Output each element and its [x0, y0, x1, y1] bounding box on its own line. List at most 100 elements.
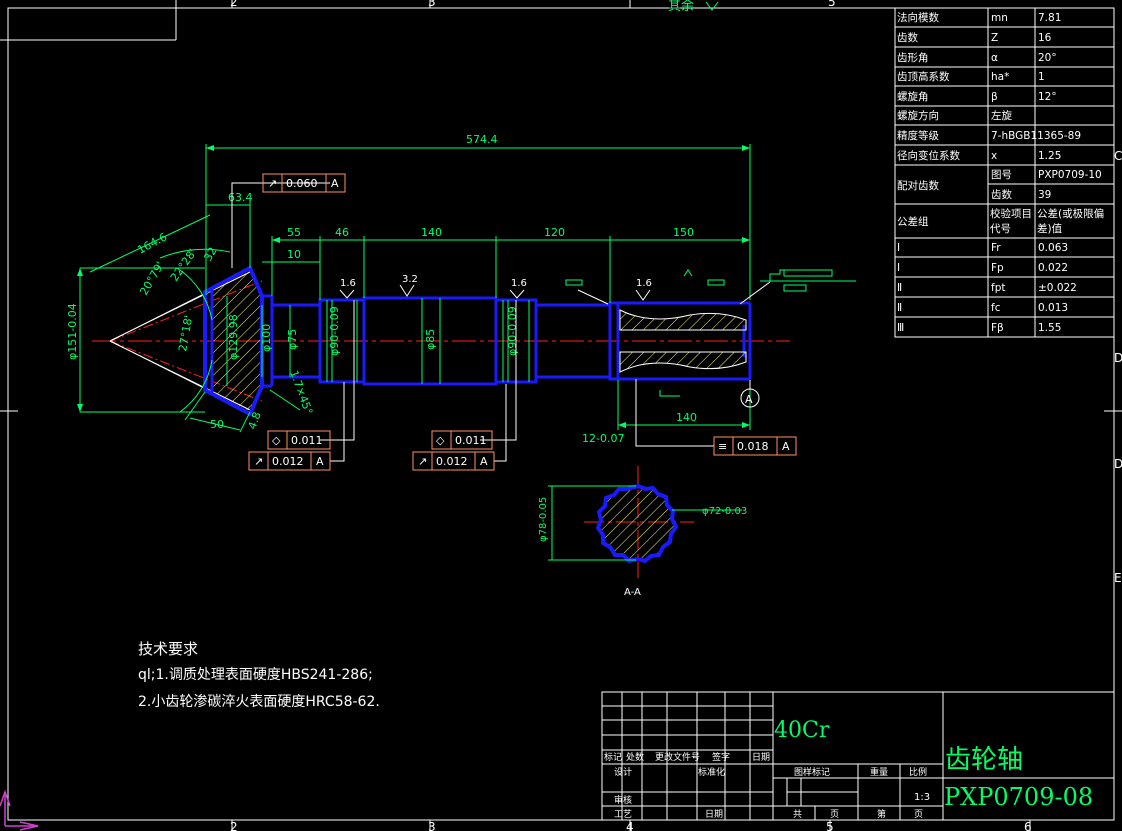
- fcf-left[interactable]: [248, 430, 331, 471]
- param-value: 20°: [1038, 52, 1057, 64]
- shaft-view[interactable]: [92, 265, 790, 417]
- spline-section-hatch: [619, 351, 747, 373]
- param-name: 齿数: [897, 31, 918, 44]
- gear-hatch: [212, 270, 262, 412]
- notes-heading: 技术要求: [138, 640, 198, 658]
- leader-line: [494, 384, 507, 462]
- dim-text: φ75: [286, 329, 299, 350]
- frame-label: 4: [626, 820, 634, 831]
- frame-label: 3: [428, 0, 436, 9]
- fcf-frame: [248, 451, 331, 471]
- param-value: 7.81: [1038, 12, 1061, 24]
- param-value: 1.25: [1038, 150, 1061, 162]
- scale-value: 1:3: [914, 792, 930, 803]
- tolerance-value: 0.022: [1038, 262, 1068, 274]
- gear-parameter-table: [894, 7, 1115, 338]
- section-label: A-A: [624, 587, 641, 598]
- param-name: 齿形角: [897, 52, 929, 64]
- frame-labels: 2 3 5 2 3 4 5 6 C D D E 其余: [230, 0, 1122, 831]
- roughness-symbol: [399, 284, 415, 297]
- title-label: 页: [830, 809, 839, 820]
- datum-circle: [740, 388, 760, 408]
- tolerance-value: 0.063: [1038, 242, 1068, 254]
- title-label: 重量: [870, 766, 888, 778]
- fcf-middle[interactable]: [412, 430, 495, 471]
- title-label: 日期: [752, 752, 770, 763]
- param-table-border: [894, 7, 1115, 338]
- roughness-value: 3.2: [402, 274, 418, 285]
- dim-text: 63.4: [228, 191, 253, 204]
- title-block-values: 40Cr 齿轮轴 PXP0709-08: [774, 718, 1093, 811]
- tolerance-head: 差)值: [1037, 222, 1063, 235]
- datum-label: A: [745, 393, 753, 406]
- tolerance-symbol: Fr: [991, 242, 1001, 254]
- dim-text: φ78-0.05: [538, 497, 549, 542]
- fcf-frame: [412, 451, 495, 471]
- pitch-line: [109, 280, 263, 342]
- roughness-symbol: [635, 289, 651, 301]
- fcf-frame: [431, 430, 493, 450]
- dimension-arrows: [77, 145, 750, 428]
- frame-label: D: [1114, 351, 1122, 365]
- frame-label: C: [1114, 149, 1122, 163]
- pitch-cone-lines: [109, 280, 263, 402]
- arrow-head: [77, 268, 83, 276]
- fcf-value: 0.012: [272, 455, 304, 468]
- cylindricity-icon: ◇: [436, 434, 445, 447]
- fcf-frame: [713, 436, 797, 456]
- dim-text: φ72-0.03: [702, 506, 747, 517]
- fcf-top[interactable]: [262, 173, 346, 193]
- title-label: 页: [914, 809, 923, 820]
- leader-line: [231, 182, 330, 268]
- fcf-value: 0.060: [286, 177, 318, 190]
- tolerance-value: ±0.022: [1038, 282, 1077, 294]
- section-dimensions: [548, 485, 742, 561]
- spline-symbol: [783, 284, 807, 292]
- drawing-number-text: PXP0709-08: [944, 783, 1093, 811]
- title-block-labels: 标记 处数 更改文件号 签字 日期 设计 标准化 图样标记 重量 比例 审核 工…: [604, 751, 930, 820]
- title-label: 设计: [614, 766, 632, 778]
- dim-text: 50: [210, 418, 224, 431]
- param-symbol: x: [991, 150, 997, 162]
- chamfer-leader: [269, 389, 301, 411]
- roughness-values: 1.6 3.2 1.6 1.6: [340, 274, 652, 289]
- roughness-symbol: [509, 289, 525, 299]
- notes-line: 2.小齿轮渗碳淬火表面硬度HRC58-62.: [138, 694, 380, 710]
- roughness-value: 1.6: [636, 278, 652, 289]
- fcf-right[interactable]: [713, 436, 797, 456]
- leader-line: [739, 281, 771, 305]
- dim-text: 150: [673, 226, 694, 239]
- title-label: 日期: [705, 809, 723, 820]
- section-arrow: [683, 269, 693, 277]
- ucs-arrow: [0, 789, 11, 807]
- spline-section-hatch: [619, 309, 747, 331]
- param-name: 齿顶高系数: [897, 70, 950, 83]
- dimension-lines: [79, 144, 751, 433]
- tolerance-group: Ⅰ: [897, 262, 900, 274]
- dim-text: 140: [676, 411, 697, 424]
- tolerance-value: 0.013: [1038, 302, 1068, 314]
- tolerance-group: Ⅱ: [897, 282, 902, 294]
- title-label: 更改文件号: [655, 751, 700, 763]
- param-value: 7-hBGB11365-89: [991, 130, 1081, 142]
- tolerance-symbol: fpt: [991, 282, 1005, 294]
- dim-text: 55: [287, 226, 301, 239]
- title-label: 第: [877, 808, 886, 820]
- fcf-middle-text: ◇ 0.011 ↗ 0.012 A: [418, 434, 488, 468]
- fcf-value: 0.012: [436, 455, 468, 468]
- section-view-a-a[interactable]: [548, 466, 742, 578]
- param-value: 1: [1038, 71, 1045, 83]
- dim-text: φ100: [260, 324, 273, 352]
- fcf-datum: A: [782, 440, 790, 453]
- extension-line: [184, 391, 206, 421]
- dim-text: 32: [201, 245, 219, 264]
- param-symbol: β: [991, 91, 998, 103]
- param-value: 12°: [1038, 91, 1057, 103]
- frame-label: 6: [1024, 820, 1032, 831]
- angle-text: 22°28': [168, 246, 200, 283]
- fcf-top-text: ↗ 0.060 A: [268, 177, 339, 190]
- fcf-datum: A: [316, 455, 324, 468]
- fcf-datum: A: [480, 455, 488, 468]
- roughness-symbol: [705, 1, 719, 11]
